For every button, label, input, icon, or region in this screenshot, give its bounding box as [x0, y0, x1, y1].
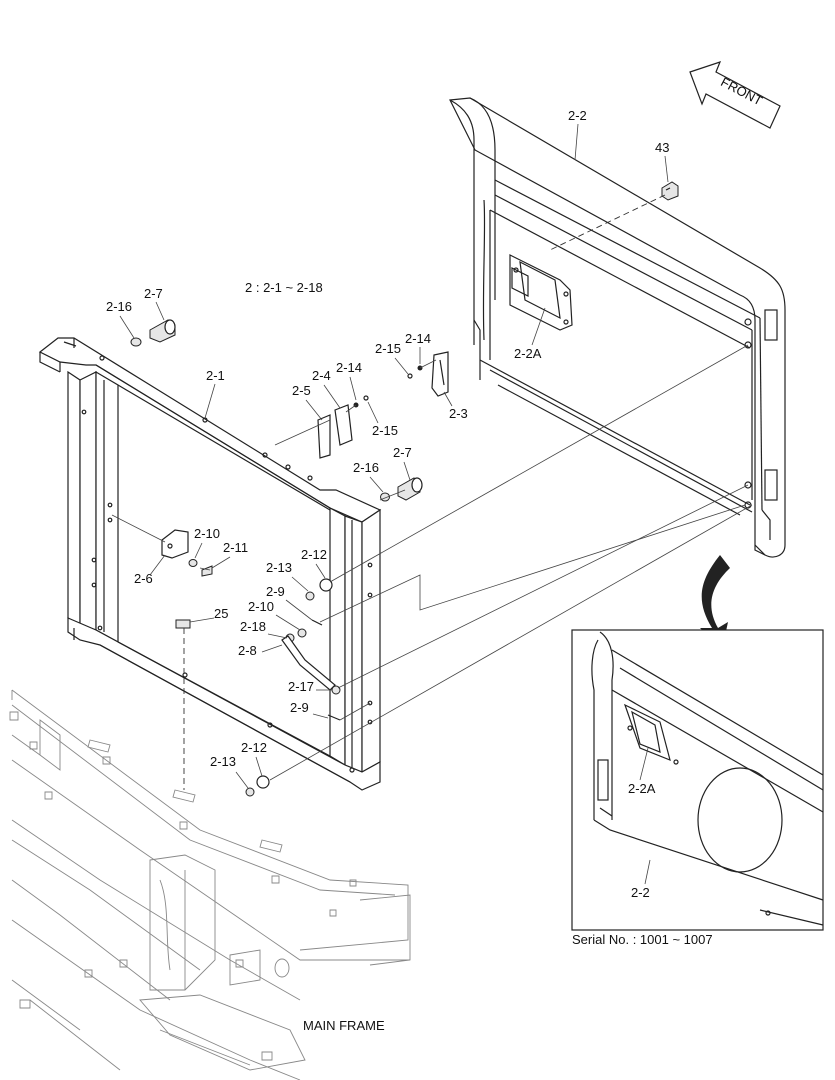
main-frame-drawing: [9, 689, 411, 1080]
hardware-parts: [130, 319, 449, 797]
label-2-12-bottom: 2-12: [241, 740, 267, 755]
range-note: 2 : 2-1 ~ 2-18: [245, 280, 323, 295]
label-2-2: 2-2: [568, 108, 587, 123]
label-2-10-top: 2-10: [194, 526, 220, 541]
label-2-7-top: 2-7: [144, 286, 163, 301]
inset-frame: [571, 629, 824, 931]
label-2-4: 2-4: [312, 368, 331, 383]
label-2-11: 2-11: [223, 540, 248, 555]
label-2-6: 2-6: [134, 571, 153, 586]
label-2-14-top: 2-14: [405, 331, 431, 346]
label-2-9-bottom: 2-9: [290, 700, 309, 715]
label-inset-2-2: 2-2: [631, 885, 650, 900]
label-2-7-mid: 2-7: [393, 445, 412, 460]
label-2-17: 2-17: [288, 679, 314, 694]
detail-inset: [571, 629, 824, 931]
label-2-3: 2-3: [449, 406, 468, 421]
inset-pointer-arrow: [700, 555, 730, 650]
label-2-5: 2-5: [292, 383, 311, 398]
front-arrow: FRONT: [689, 61, 781, 129]
label-2-1: 2-1: [206, 368, 225, 383]
label-2-14-mid: 2-14: [336, 360, 362, 375]
label-2-16-top: 2-16: [106, 299, 132, 314]
part-labels: 2-2 43 2-2A 2 : 2-1 ~ 2-18 2-7 2-16 2-1 …: [106, 108, 713, 1033]
label-2-9-top: 2-9: [266, 584, 285, 599]
label-2-10-mid: 2-10: [248, 599, 274, 614]
frame-2-1-drawing: [38, 337, 382, 791]
label-2-15-top: 2-15: [375, 341, 401, 356]
label-2-16-mid: 2-16: [353, 460, 379, 475]
assembly-lines: [111, 194, 753, 790]
main-frame-label: MAIN FRAME: [303, 1018, 385, 1033]
label-25: 25: [214, 606, 228, 621]
label-43: 43: [655, 140, 669, 155]
label-2-18: 2-18: [240, 619, 266, 634]
panel-2-2-drawing: [449, 97, 786, 558]
label-2-12-top: 2-12: [301, 547, 327, 562]
label-2-15-mid: 2-15: [372, 423, 398, 438]
serial-note: Serial No. : 1001 ~ 1007: [572, 932, 713, 947]
label-2-13-bottom: 2-13: [210, 754, 236, 769]
label-2-2A: 2-2A: [514, 346, 542, 361]
label-2-13-top: 2-13: [266, 560, 292, 575]
label-inset-2-2A: 2-2A: [628, 781, 656, 796]
label-2-8: 2-8: [238, 643, 257, 658]
